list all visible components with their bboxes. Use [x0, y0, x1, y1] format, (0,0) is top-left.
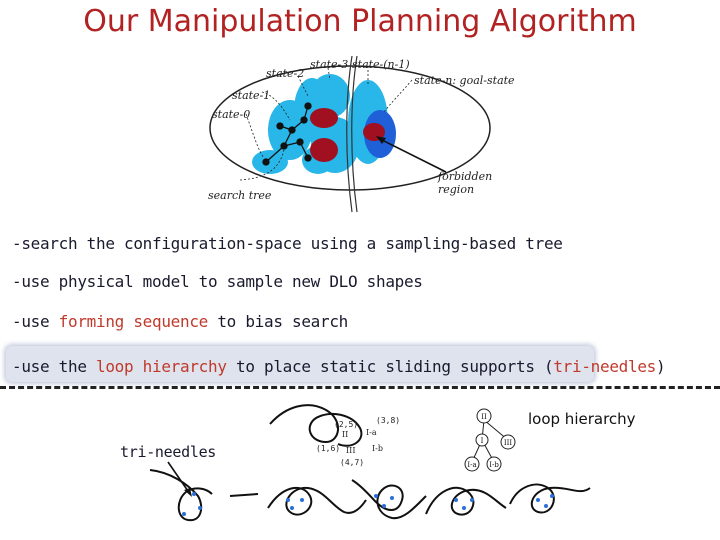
forbidden-regions — [310, 108, 385, 162]
bullet-4-middle: to place static sliding supports ( — [226, 357, 554, 376]
hierarchy-node-III: III — [504, 439, 513, 447]
needle-dots — [182, 492, 554, 516]
knot-region-I-b: I-b — [372, 444, 383, 453]
state-n-1-label: state-(n-1) — [352, 58, 410, 71]
search-tree — [262, 102, 312, 166]
hierarchy-node-I-a: I-a — [467, 461, 476, 469]
bullet-4-prefix: -use the — [12, 357, 96, 376]
forbidden-label-line2: region — [438, 183, 475, 196]
forbidden-label-line1: forbidden — [438, 170, 493, 183]
bullet-forming-sequence: -use forming sequence to bias search — [12, 312, 348, 331]
reference-knot — [269, 404, 363, 447]
tri-needles-label: tri-needles — [120, 443, 217, 461]
search-tree-label: search tree — [208, 189, 272, 202]
knot-label-1-6: (1,6) — [316, 444, 341, 453]
state-0-label: state-0 — [212, 108, 251, 121]
dashed-divider — [0, 386, 720, 389]
knot-shape-1 — [149, 469, 213, 522]
forming-sequence-term: forming sequence — [58, 312, 209, 331]
knot-region-I-a: I-a — [366, 428, 377, 437]
forbidden-region-label: forbidden region — [438, 170, 492, 196]
knot-shape-3 — [351, 479, 427, 520]
forbidden-arrow — [377, 137, 447, 173]
bullet-4-suffix: ) — [656, 357, 666, 376]
loop-hierarchy-term: loop hierarchy — [96, 357, 227, 376]
page-title: Our Manipulation Planning Algorithm — [83, 4, 637, 39]
config-space-diagram — [209, 55, 491, 213]
bullet-3-suffix: to bias search — [208, 312, 348, 331]
knot-label-3-8: (3,8) — [376, 416, 401, 425]
knot-sequence — [149, 404, 591, 522]
tri-needles-arrow — [167, 461, 191, 495]
bullet-3-prefix: -use — [12, 312, 59, 331]
knot-shape-4 — [425, 486, 507, 516]
separator-curve — [346, 55, 353, 213]
knot-region-II: II — [342, 430, 349, 439]
knot-label-4-7: (4,7) — [340, 458, 365, 467]
loop-hierarchy-label: loop hierarchy — [528, 410, 636, 428]
loop-hierarchy-tree: II I III I-a I-b — [464, 408, 516, 472]
tri-needles-term: tri-needles — [553, 357, 656, 376]
bullet-loop-hierarchy: -use the loop hierarchy to place static … — [12, 357, 666, 376]
state-1-label: state-1 — [232, 89, 271, 102]
hierarchy-node-I-b: I-b — [489, 461, 499, 469]
goal-state-label: state-n: goal-state — [414, 74, 515, 87]
hierarchy-node-II: II — [481, 413, 487, 421]
hierarchy-node-I: I — [481, 437, 484, 445]
bullet-physical-model: -use physical model to sample new DLO sh… — [12, 272, 423, 291]
knot-region-III: III — [346, 446, 356, 455]
knot-label-2-5: (2,5) — [334, 420, 359, 429]
bullet-search: -search the configuration-space using a … — [12, 234, 563, 253]
highlighted-bullet-box — [6, 346, 594, 382]
knot-shape-5 — [509, 483, 591, 514]
knot-shape-2 — [267, 486, 367, 516]
state-3-label: state-3 — [310, 58, 349, 71]
state-2-label: state-2 — [266, 67, 305, 80]
